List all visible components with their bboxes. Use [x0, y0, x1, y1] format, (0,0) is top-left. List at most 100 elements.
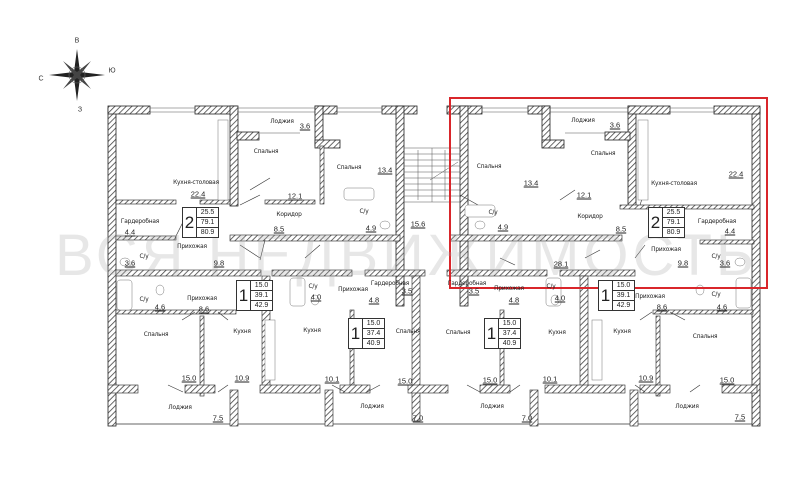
room-area: 4.4: [124, 227, 136, 237]
room-area: 12.1: [287, 191, 303, 201]
room-area: 4.8: [368, 295, 380, 305]
room-area: 7.0: [521, 413, 533, 423]
living-area: 15.0: [251, 281, 272, 291]
room-label-hallway: Прихожая: [494, 284, 524, 292]
room-label-bathroom: С/у: [711, 252, 721, 260]
room-area: 28.1: [553, 259, 569, 269]
room-area: 4.0: [554, 293, 566, 303]
room-label-kitchen-dining: Кухня-столовая: [173, 178, 219, 186]
room-label-wardrobe: Гардеробная: [120, 217, 160, 225]
room-area: 22.4: [728, 169, 744, 179]
room-label-bathroom: С/у: [139, 252, 149, 260]
outer-walls: [107, 105, 761, 427]
room-label-loggia: Лоджия: [571, 116, 595, 124]
room-area: 4.6: [154, 302, 166, 312]
apartment-info-box[interactable]: 2 25.5 79.1 80.9: [182, 207, 219, 238]
room-area: 4.9: [365, 223, 377, 233]
room-label-loggia: Лоджия: [270, 117, 294, 125]
apartment-info-box[interactable]: 2 25.5 79.1 80.9: [648, 207, 685, 238]
room-area: 10.1: [324, 374, 340, 384]
room-area: 4.8: [508, 295, 520, 305]
room-label-wardrobe: Гардеробная: [447, 279, 487, 287]
room-label-corridor: Коридор: [577, 212, 603, 220]
room-area: 10.9: [638, 373, 654, 383]
room-area: 4.0: [310, 292, 322, 302]
room-area: 12.1: [576, 190, 592, 200]
compass-label-west: С: [38, 75, 44, 83]
room-area: 15.0: [181, 373, 197, 383]
inner-walls: [107, 145, 758, 427]
staircase: [404, 147, 460, 203]
room-label-bedroom: Спальня: [445, 328, 471, 336]
room-label-kitchen: Кухня: [233, 327, 251, 335]
room-label-kitchen: Кухня: [613, 327, 631, 335]
compass-label-south: З: [77, 106, 83, 114]
total-with-loggia: 80.9: [666, 229, 681, 236]
total-with-loggia: 40.9: [502, 340, 517, 347]
room-label-bathroom: С/у: [488, 208, 498, 216]
room-area: 3.6: [299, 121, 311, 131]
room-label-hallway: Прихожая: [177, 242, 207, 250]
total-with-loggia: 40.9: [366, 340, 381, 347]
room-count: 1: [485, 319, 499, 348]
room-label-wardrobe: Гардеробная: [697, 217, 737, 225]
room-area: 8.5: [615, 224, 627, 234]
room-label-bedroom: Спальня: [253, 147, 279, 155]
total-area: 79.1: [197, 218, 218, 228]
room-label-loggia: Лоджия: [480, 402, 504, 410]
room-label-wardrobe: Гардеробная: [370, 279, 410, 287]
room-label-kitchen: Кухня: [548, 328, 566, 336]
total-area: 79.1: [663, 218, 684, 228]
total-with-loggia: 42.9: [254, 302, 269, 309]
room-label-bathroom: С/у: [308, 282, 318, 290]
room-area: 7.5: [734, 412, 746, 422]
living-area: 15.0: [363, 319, 384, 329]
room-area: 7.5: [212, 413, 224, 423]
room-label-loggia: Лоджия: [675, 402, 699, 410]
room-area: 4.9: [497, 222, 509, 232]
room-label-bathroom: С/у: [139, 295, 149, 303]
total-area: 37.4: [499, 329, 520, 339]
room-area: 15.0: [482, 375, 498, 385]
room-area: 10.1: [542, 374, 558, 384]
room-area: 3.5: [468, 286, 480, 296]
room-area: 3.6: [609, 120, 621, 130]
room-label-bathroom: С/у: [546, 282, 556, 290]
compass-rose-icon: [49, 49, 105, 101]
total-area: 39.1: [613, 291, 634, 301]
total-with-loggia: 80.9: [200, 229, 215, 236]
apartment-info-box[interactable]: 1 15.0 37.4 40.9: [484, 318, 521, 349]
room-area: 8.5: [273, 224, 285, 234]
room-label-hallway: Прихожая: [651, 245, 681, 253]
room-label-kitchen: Кухня: [303, 326, 321, 334]
room-label-bathroom: С/у: [359, 207, 369, 215]
room-area: 15.0: [397, 376, 413, 386]
total-area: 37.4: [363, 329, 384, 339]
room-area: 9.8: [213, 258, 225, 268]
room-area: 3.6: [719, 258, 731, 268]
room-area: 15.0: [719, 375, 735, 385]
room-count: 1: [237, 281, 251, 310]
room-count: 1: [599, 281, 613, 310]
apartment-info-box[interactable]: 1 15.0 39.1 42.9: [236, 280, 273, 311]
room-label-bathroom: С/у: [711, 290, 721, 298]
room-area: 9.8: [677, 258, 689, 268]
room-area: 8.6: [198, 304, 210, 314]
room-label-bedroom: Спальня: [476, 162, 502, 170]
fixtures: [116, 119, 752, 381]
room-label-kitchen-dining: Кухня-столовая: [651, 179, 697, 187]
apartment-info-box[interactable]: 1 15.0 37.4 40.9: [348, 318, 385, 349]
room-area: 7.0: [412, 413, 424, 423]
room-area: 22.4: [190, 189, 206, 199]
room-label-hallway: Прихожая: [338, 285, 368, 293]
room-label-loggia: Лоджия: [168, 403, 192, 411]
compass-label-east: Ю: [108, 67, 116, 75]
room-label-bedroom: Спальня: [336, 163, 362, 171]
room-count: 1: [349, 319, 363, 348]
room-area: 3.5: [401, 286, 413, 296]
living-area: 25.5: [663, 208, 684, 218]
apartment-info-box[interactable]: 1 15.0 39.1 42.9: [598, 280, 635, 311]
room-label-hallway: Прихожая: [187, 294, 217, 302]
room-label-bedroom: Спальня: [143, 330, 169, 338]
room-label-bedroom: Спальня: [590, 149, 616, 157]
